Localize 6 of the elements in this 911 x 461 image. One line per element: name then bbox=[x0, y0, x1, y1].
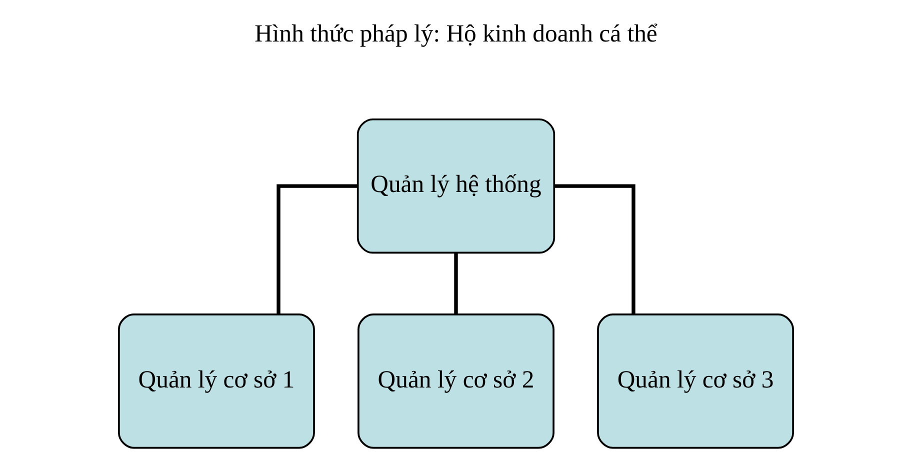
connector bbox=[454, 252, 458, 314]
node-box: Quản lý hệ thống bbox=[356, 118, 555, 254]
node-box: Quản lý cơ sở 2 bbox=[357, 314, 554, 449]
label: Hình thức pháp lý: Hộ kinh doanh cá thể bbox=[254, 20, 657, 48]
node-box: Quản lý cơ sở 3 bbox=[596, 314, 794, 449]
node-box: Quản lý cơ sở 1 bbox=[118, 314, 314, 449]
